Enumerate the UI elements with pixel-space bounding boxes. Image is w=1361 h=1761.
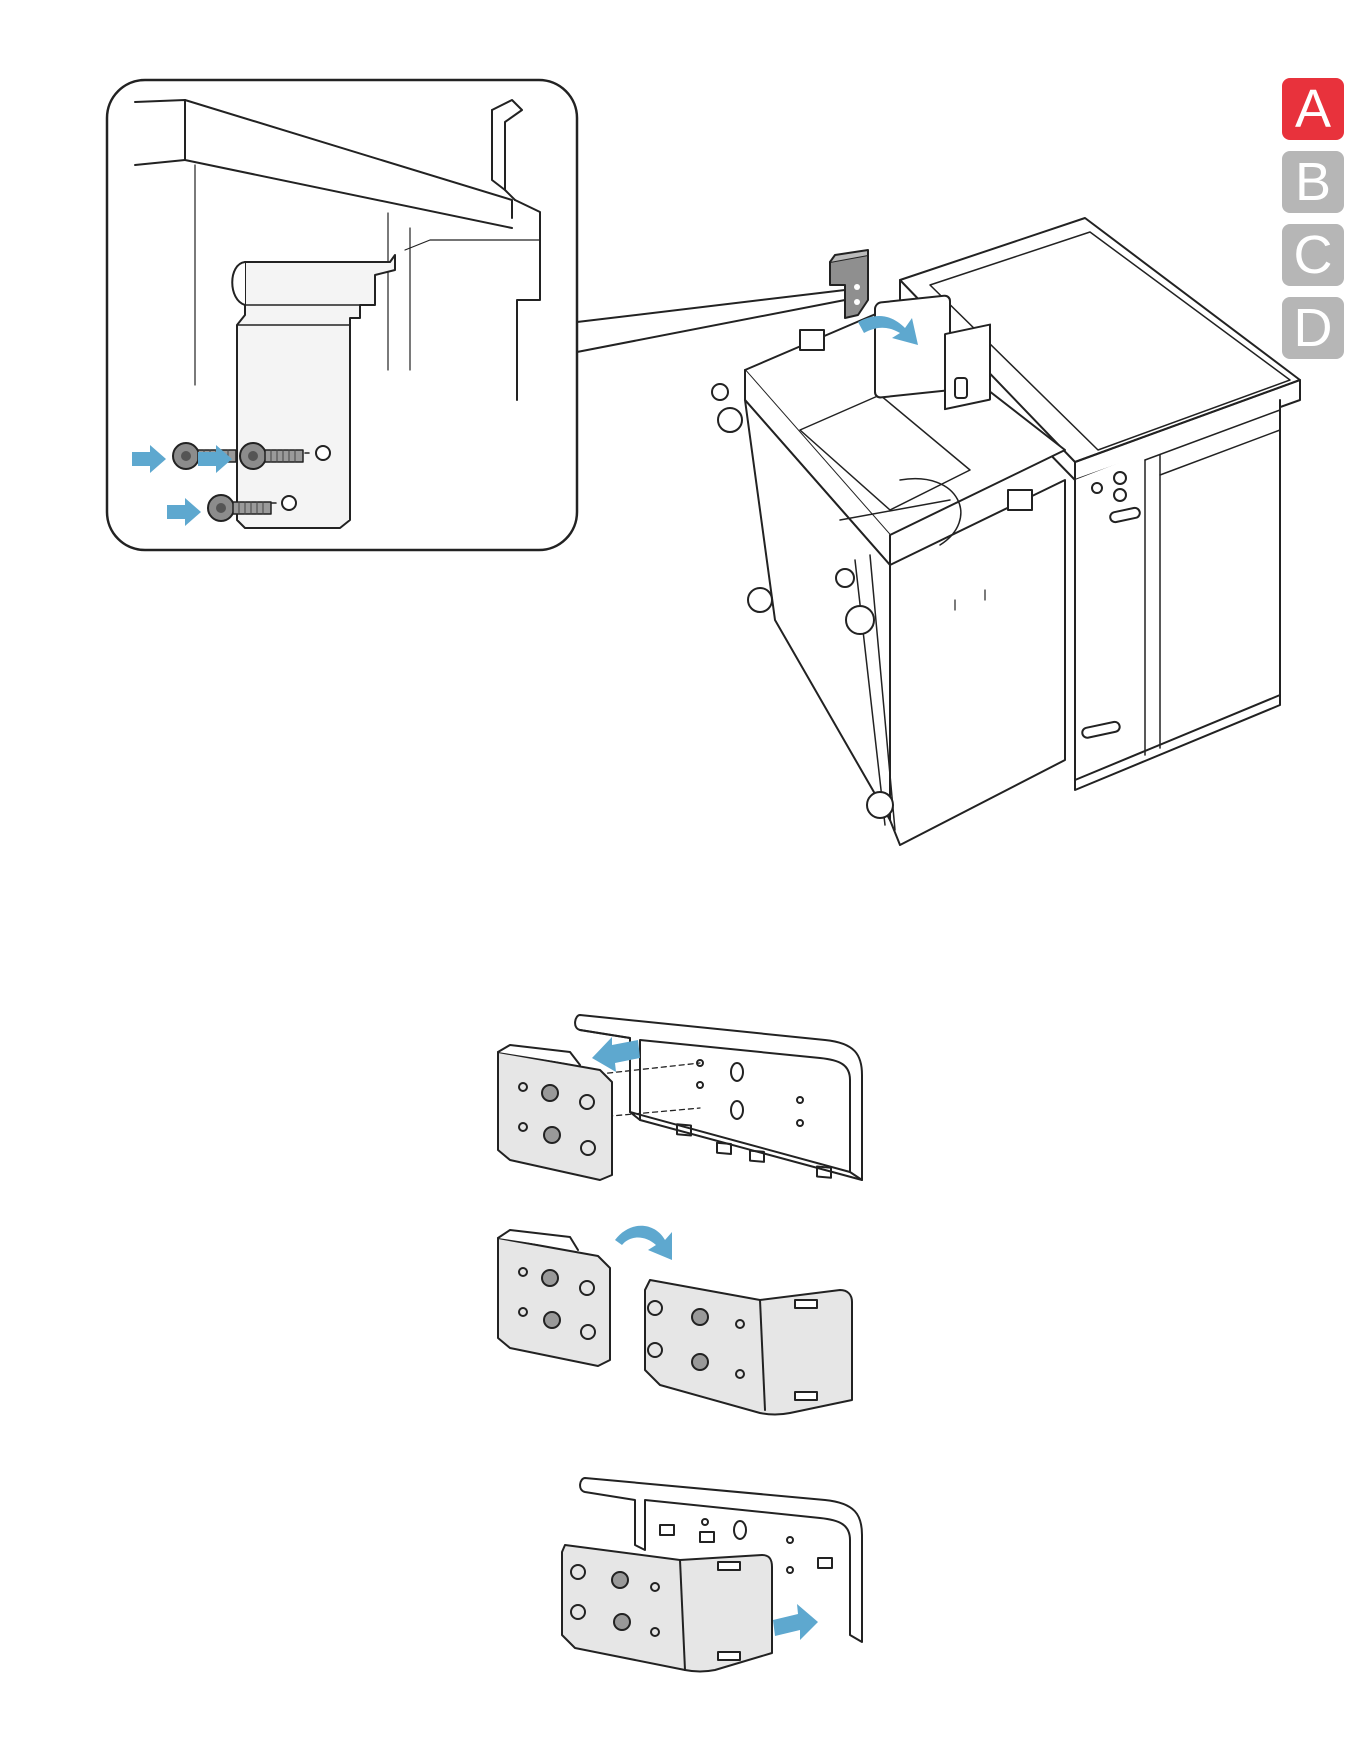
push-arrow-icon: [773, 1604, 818, 1640]
detail-callout: [107, 80, 845, 550]
rotate-arrow-icon: [615, 1226, 672, 1260]
bracket-step-2: [498, 1226, 852, 1415]
bracket-step-1: [498, 1015, 862, 1180]
machine-unit: [712, 218, 1300, 845]
bracket-step-3: [562, 1478, 862, 1672]
installed-bracket: [830, 250, 868, 318]
